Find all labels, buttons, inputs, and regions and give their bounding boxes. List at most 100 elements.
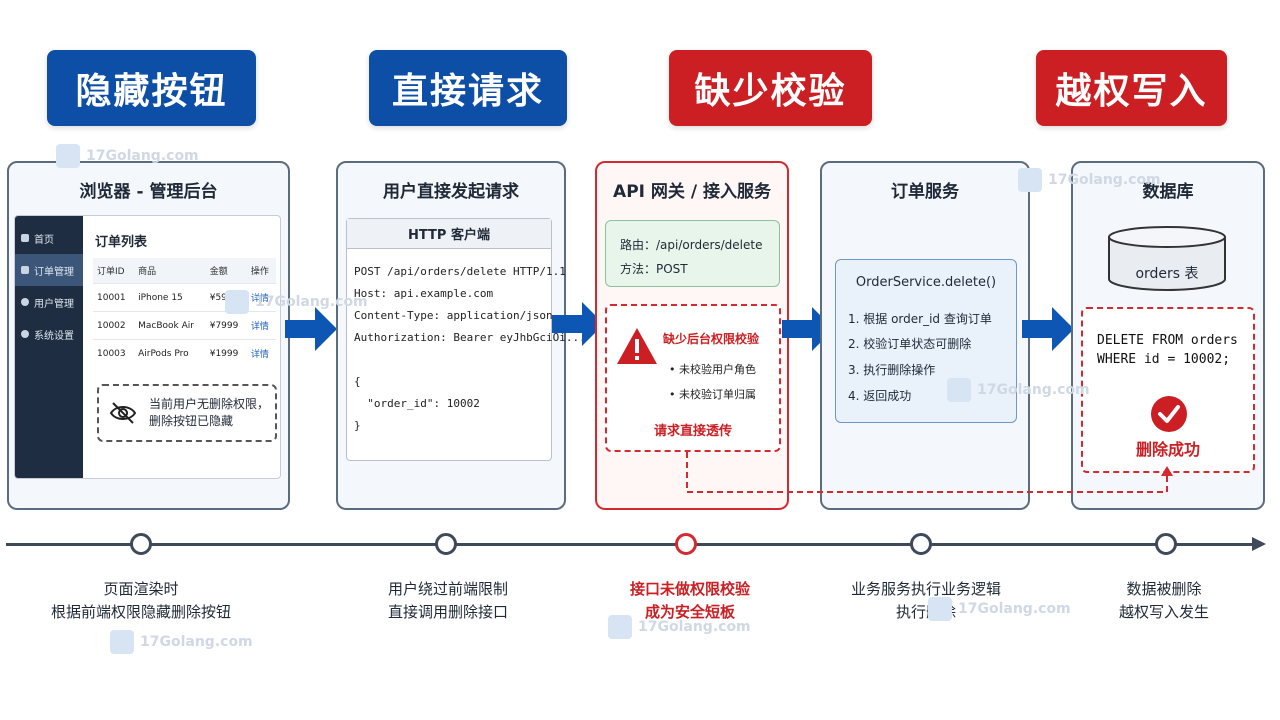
gear-icon: [21, 330, 29, 338]
sidebar-item-users[interactable]: 用户管理: [15, 286, 83, 318]
browser-panel-title: 浏览器 - 管理后台: [79, 182, 218, 202]
passthrough-label: 请求直接透传: [653, 424, 732, 439]
order-service-panel: 订单服务 OrderService.delete() 1. 根据 order_i…: [820, 161, 1030, 510]
col-amount: 金额: [205, 258, 247, 284]
cell-amount: ¥7999: [205, 311, 247, 340]
watermark-logo-icon: [608, 615, 632, 639]
watermark: 17Golang.com: [56, 144, 199, 168]
sql-box: DELETE FROM orders WHERE id = 10002; 删除成…: [1081, 307, 1255, 473]
caption-line: 成为安全短板: [644, 603, 735, 621]
service-step: 1. 根据 order_id 查询订单: [848, 312, 992, 326]
watermark: 17Golang.com: [110, 630, 253, 654]
timeline-arrow-icon: [1252, 537, 1266, 551]
cell-order-id: 10003: [93, 339, 135, 367]
missing-check-title: 缺少后台权限校验: [663, 332, 760, 346]
watermark: 17Golang.com: [947, 378, 1090, 402]
watermark: 17Golang.com: [608, 615, 751, 639]
service-step: 4. 返回成功: [848, 389, 912, 403]
flow-arrow-icon: [1022, 307, 1074, 351]
cell-order-id: 10002: [93, 311, 135, 340]
gateway-panel-title: API 网关 / 接入服务: [613, 182, 771, 202]
flow-arrow-icon: [552, 302, 604, 346]
browser-panel: 浏览器 - 管理后台 首页 订单管理 用户管理 系统设置 订单列表 订单ID 商…: [7, 161, 290, 510]
request-panel: 用户直接发起请求 HTTP 客户端 POST /api/orders/delet…: [336, 161, 586, 510]
watermark-logo-icon: [928, 597, 952, 621]
caption-line: 用户绕过前端限制: [387, 580, 508, 598]
service-step: 3. 执行删除操作: [848, 363, 936, 377]
cell-product: iPhone 15: [134, 283, 206, 312]
table-row: 10002 MacBook Air ¥7999 详情: [93, 311, 276, 340]
service-function: OrderService.delete(): [855, 275, 997, 290]
watermark-logo-icon: [225, 290, 249, 314]
cell-amount: ¥1999: [205, 339, 247, 367]
delete-success-label: 删除成功: [1135, 440, 1200, 459]
hidden-note-line2: 删除按钮已隐藏: [149, 414, 234, 428]
missing-item: • 未校验订单归属: [669, 388, 756, 401]
admin-sidebar: 首页 订单管理 用户管理 系统设置: [15, 216, 83, 478]
hidden-note-line1: 当前用户无删除权限，: [149, 397, 270, 411]
cell-product: MacBook Air: [134, 311, 206, 340]
database-icon: [1108, 226, 1226, 291]
details-link[interactable]: 详情: [246, 283, 276, 312]
order-list-title: 订单列表: [95, 235, 148, 250]
gateway-panel: API 网关 / 接入服务 路由：/api/orders/delete 方法：P…: [595, 161, 789, 510]
sql-statement: DELETE FROM orders WHERE id = 10002;: [1097, 333, 1238, 367]
route-info: 路由：/api/orders/delete 方法：POST: [605, 220, 780, 287]
admin-browser-window: 首页 订单管理 用户管理 系统设置 订单列表 订单ID 商品 金额 操作 100…: [14, 215, 281, 479]
timeline-node: [1155, 533, 1177, 555]
warning-icon: [617, 328, 657, 364]
timeline-node: [910, 533, 932, 555]
http-client-title: HTTP 客户端: [347, 219, 551, 249]
hidden-button-notice: 当前用户无删除权限， 删除按钮已隐藏: [97, 384, 277, 442]
timeline-line: [6, 543, 1258, 546]
sidebar-item-label: 首页: [34, 234, 54, 246]
timeline-caption: 页面渲染时 根据前端权限隐藏删除按钮: [21, 578, 261, 624]
caption-line: 业务服务执行业务逻辑: [850, 580, 1001, 598]
col-product: 商品: [134, 258, 206, 284]
sidebar-item-label: 订单管理: [34, 266, 74, 278]
timeline-node: [130, 533, 152, 555]
watermark-logo-icon: [110, 630, 134, 654]
details-link[interactable]: 详情: [246, 311, 276, 340]
missing-item-label: 未校验用户角色: [679, 363, 756, 376]
document-icon: [21, 266, 29, 274]
service-step: 2. 校验订单状态可删除: [848, 337, 972, 351]
order-service-panel-title: 订单服务: [891, 182, 959, 202]
timeline-caption: 用户绕过前端限制 直接调用删除接口: [328, 578, 568, 624]
caption-line: 越权写入发生: [1118, 603, 1209, 621]
table-row: 10003 AirPods Pro ¥1999 详情: [93, 339, 276, 367]
cell-order-id: 10001: [93, 283, 135, 312]
timeline-caption: 数据被删除 越权写入发生: [1044, 578, 1280, 624]
http-request-body: POST /api/orders/delete HTTP/1.1 Host: a…: [354, 265, 586, 432]
bypass-path: [686, 452, 1173, 493]
col-order-id: 订单ID: [93, 258, 135, 284]
flow-arrow-icon: [285, 307, 337, 351]
sidebar-item-label: 用户管理: [34, 298, 74, 310]
details-link[interactable]: 详情: [246, 339, 276, 367]
route-path: 路由：/api/orders/delete: [620, 238, 763, 252]
request-panel-title: 用户直接发起请求: [383, 182, 519, 202]
sidebar-item-label: 系统设置: [34, 330, 74, 342]
http-client-window: HTTP 客户端 POST /api/orders/delete HTTP/1.…: [346, 218, 586, 461]
order-service-box: OrderService.delete() 1. 根据 order_id 查询订…: [835, 259, 1017, 423]
user-icon: [21, 298, 29, 306]
caption-line: 接口未做权限校验: [629, 580, 750, 598]
watermark-logo-icon: [947, 378, 971, 402]
sidebar-item-settings[interactable]: 系统设置: [15, 318, 83, 350]
timeline-node: [675, 533, 697, 555]
stage-title-hide-button: 隐藏按钮: [47, 50, 256, 126]
col-action: 操作: [246, 258, 276, 284]
watermark: 17Golang.com: [928, 597, 1071, 621]
caption-line: 页面渲染时: [103, 580, 179, 598]
missing-item: • 未校验用户角色: [669, 363, 756, 376]
stage-title-direct-request: 直接请求: [369, 50, 567, 126]
database-table-name: orders 表: [1135, 266, 1199, 282]
watermark: 17Golang.com: [225, 290, 368, 314]
missing-item-label: 未校验订单归属: [679, 388, 756, 401]
sidebar-item-orders[interactable]: 订单管理: [15, 254, 83, 286]
caption-line: 直接调用删除接口: [387, 603, 508, 621]
watermark-logo-icon: [1018, 168, 1042, 192]
sidebar-item-home[interactable]: 首页: [15, 222, 83, 254]
database-panel-title: 数据库: [1142, 182, 1194, 202]
database-panel: 数据库 orders 表 DELETE FROM orders WHERE id…: [1071, 161, 1265, 510]
